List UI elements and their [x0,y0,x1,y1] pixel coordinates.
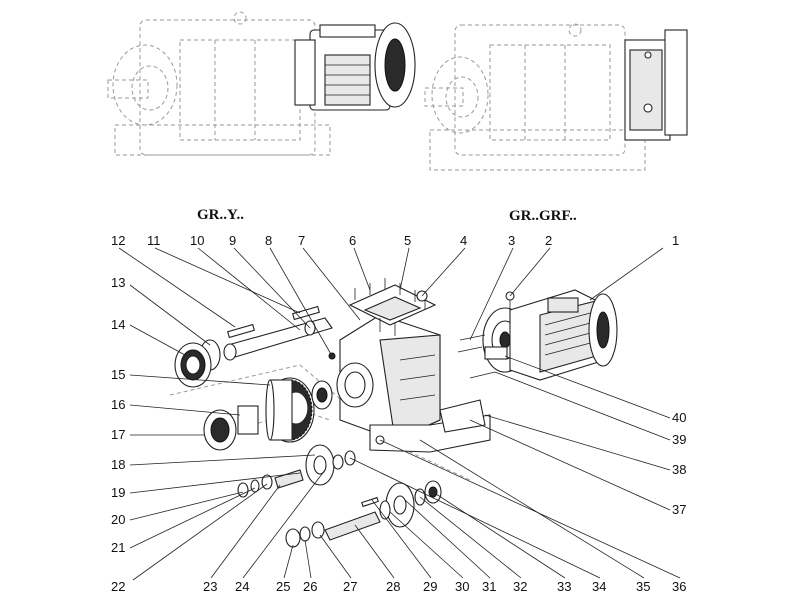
callout-37: 37 [672,502,686,517]
callout-6: 6 [349,233,356,248]
callout-24: 24 [235,579,249,594]
callout-31: 31 [482,579,496,594]
callout-28: 28 [386,579,400,594]
assembled-gearbox-flange-right [424,23,688,171]
callout-30: 30 [455,579,469,594]
callout-33: 33 [557,579,571,594]
assembled-gearbox-motor-left [107,11,416,156]
callout-11: 11 [147,233,161,248]
callout-17: 17 [111,427,125,442]
callout-32: 32 [513,579,527,594]
callout-10: 10 [190,233,204,248]
callout-8: 8 [265,233,272,248]
callout-34: 34 [592,579,606,594]
callout-3: 3 [508,233,515,248]
callout-35: 35 [636,579,650,594]
callout-15: 15 [111,367,125,382]
callout-21: 21 [111,540,125,555]
callout-26: 26 [303,579,317,594]
callout-38: 38 [672,462,686,477]
callout-1: 1 [672,233,679,248]
callout-27: 27 [343,579,357,594]
callout-13: 13 [111,275,125,290]
callout-7: 7 [298,233,305,248]
callout-40: 40 [672,410,686,425]
title-left: GR..Y.. [197,207,244,223]
callout-5: 5 [404,233,411,248]
callout-20: 20 [111,512,125,527]
exploded-parts [169,278,618,548]
title-right: GR..GRF.. [509,208,577,224]
leader-lines [118,247,681,581]
callout-23: 23 [203,579,217,594]
callout-22: 22 [111,579,125,594]
callout-9: 9 [229,233,236,248]
callout-29: 29 [423,579,437,594]
callout-4: 4 [460,233,467,248]
callout-16: 16 [111,397,125,412]
callout-14: 14 [111,317,125,332]
callout-25: 25 [276,579,290,594]
callout-12: 12 [111,233,125,248]
callout-39: 39 [672,432,686,447]
callout-19: 19 [111,485,125,500]
callout-2: 2 [545,233,552,248]
callout-18: 18 [111,457,125,472]
callout-labels: 1 2 3 4 5 6 7 8 9 10 11 12 13 14 15 16 1… [111,233,686,594]
callout-36: 36 [672,579,686,594]
